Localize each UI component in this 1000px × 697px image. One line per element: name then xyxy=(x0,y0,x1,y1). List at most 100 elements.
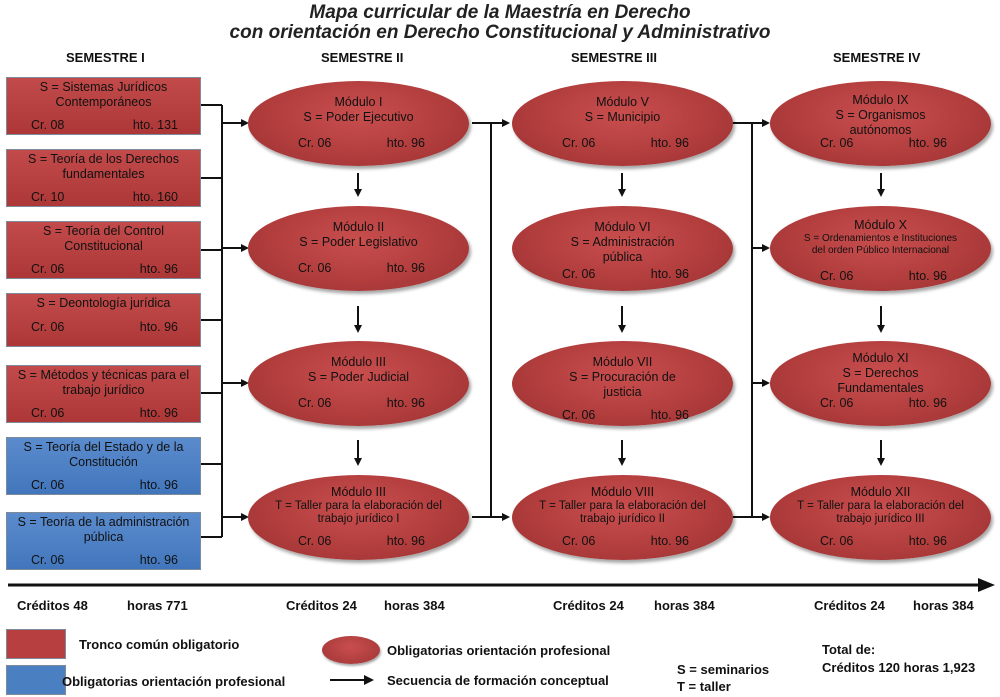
course-credits: Cr. 06 xyxy=(31,320,65,334)
diagram-title-line2: con orientación en Derecho Constituciona… xyxy=(229,22,771,43)
module-hours: hto. 96 xyxy=(386,534,425,548)
module-title: Módulo I xyxy=(334,95,383,109)
module-hours: hto. 96 xyxy=(386,261,425,275)
module-credits: Cr. 06 xyxy=(562,267,596,281)
course-hours: hto. 96 xyxy=(139,553,178,567)
course-credits: Cr. 10 xyxy=(31,190,65,204)
diagram-title-line1: Mapa curricular de la Maestría en Derech… xyxy=(309,2,691,23)
legend-swatch-orientacion xyxy=(6,665,66,695)
module-credits: Cr. 06 xyxy=(298,534,332,548)
course-hours: hto. 160 xyxy=(132,190,178,204)
module-subject: S = Organismos autónomos xyxy=(835,108,926,137)
semester-1-hours-total: horas 771 xyxy=(127,598,188,613)
module-subject: S = Poder Judicial xyxy=(307,370,410,384)
module-credits: Cr. 06 xyxy=(820,136,854,150)
semester-3-header: SEMESTRE III xyxy=(571,50,657,65)
course-name: S = Sistemas Jurídicos Contemporáneos xyxy=(39,80,168,109)
module-credits: Cr. 06 xyxy=(298,396,332,410)
module-subject: S = Procuración de justicia xyxy=(569,370,676,399)
course-name: S = Teoría del Control Constitucional xyxy=(42,224,165,253)
course-credits: Cr. 06 xyxy=(31,478,65,492)
grand-total-value: Créditos 120 horas 1,923 xyxy=(822,660,976,675)
course-box-6: S = Teoría del Estado y de la Constituci… xyxy=(6,437,201,495)
module-subject: S = Poder Ejecutivo xyxy=(303,110,414,124)
course-credits: Cr. 06 xyxy=(31,553,65,567)
module-title: Módulo VI xyxy=(594,220,651,234)
module-title: Módulo X xyxy=(854,218,907,232)
course-credits: Cr. 06 xyxy=(31,406,65,420)
course-name: S = Deontología jurídica xyxy=(36,296,171,310)
course-hours: hto. 96 xyxy=(139,262,178,276)
legend-label-tronco: Tronco común obligatorio xyxy=(79,637,240,652)
legend-label-arrow: Secuencia de formación conceptual xyxy=(387,673,609,688)
module-subject: T = Taller para la elaboración del traba… xyxy=(797,500,964,525)
semester-4-header: SEMESTRE IV xyxy=(833,50,921,65)
course-name: S = Métodos y técnicas para el trabajo j… xyxy=(17,368,190,397)
grand-total-label: Total de: xyxy=(822,642,876,657)
semester-3-credits-total: Créditos 24 xyxy=(553,598,624,613)
course-name: S = Teoría de la administración pública xyxy=(17,515,190,544)
semester-2-header: SEMESTRE II xyxy=(321,50,404,65)
semester-1-credits-total: Créditos 48 xyxy=(17,598,88,613)
module-hours: hto. 96 xyxy=(386,136,425,150)
module-credits: Cr. 06 xyxy=(820,269,854,283)
semester-1-header: SEMESTRE I xyxy=(66,50,145,65)
legend-swatch-ellipse xyxy=(322,636,380,664)
course-box-3: S = Teoría del Control Constitucional Cr… xyxy=(6,221,201,279)
module-credits: Cr. 06 xyxy=(820,534,854,548)
module-subject: S = Administración pública xyxy=(570,235,675,264)
module-credits: Cr. 06 xyxy=(298,136,332,150)
module-title: Módulo III xyxy=(331,355,386,369)
module-hours: hto. 96 xyxy=(650,408,689,422)
module-hours: hto. 96 xyxy=(908,396,947,410)
module-subject: S = Poder Legislativo xyxy=(299,235,418,249)
course-box-5: S = Métodos y técnicas para el trabajo j… xyxy=(6,365,201,423)
module-title: Módulo XI xyxy=(852,351,909,365)
course-box-7: S = Teoría de la administración pública … xyxy=(6,512,201,570)
legend-seminarios: S = seminarios xyxy=(677,662,770,677)
module-hours: hto. 96 xyxy=(908,269,947,283)
legend-label-ellipse: Obligatorias orientación profesional xyxy=(387,643,611,658)
module-credits: Cr. 06 xyxy=(562,534,596,548)
legend-taller: T = taller xyxy=(677,679,731,694)
module-title: Módulo III xyxy=(331,485,386,499)
legend-label-orientacion: Obligatorias orientación profesional xyxy=(62,674,286,689)
course-box-2: S = Teoría de los Derechos fundamentales… xyxy=(6,149,201,207)
module-title: Módulo II xyxy=(332,220,385,234)
module-subject: S = Municipio xyxy=(584,110,661,124)
semester-4-credits-total: Créditos 24 xyxy=(814,598,885,613)
module-title: Módulo VII xyxy=(592,355,653,369)
semester-4-hours-total: horas 384 xyxy=(913,598,974,613)
module-credits: Cr. 06 xyxy=(298,261,332,275)
module-subject: S = Derechos Fundamentales xyxy=(837,366,924,395)
module-title: Módulo IX xyxy=(852,93,909,107)
module-hours: hto. 96 xyxy=(650,136,689,150)
course-box-4: S = Deontología jurídica Cr. 06 hto. 96 xyxy=(6,293,201,347)
course-name: S = Teoría del Estado y de la Constituci… xyxy=(23,440,184,469)
course-credits: Cr. 06 xyxy=(31,262,65,276)
module-subject: T = Taller para la elaboración del traba… xyxy=(539,500,706,525)
module-hours: hto. 96 xyxy=(908,136,947,150)
course-hours: hto. 96 xyxy=(139,320,178,334)
semester-2-hours-total: horas 384 xyxy=(384,598,445,613)
legend-swatch-tronco xyxy=(6,629,66,659)
module-title: Módulo VIII xyxy=(590,485,655,499)
semester-3-hours-total: horas 384 xyxy=(654,598,715,613)
semester-2-credits-total: Créditos 24 xyxy=(286,598,357,613)
course-box-1: S = Sistemas Jurídicos Contemporáneos Cr… xyxy=(6,77,201,135)
module-subject: S = Ordenamientos e Instituciones del or… xyxy=(803,233,958,256)
course-hours: hto. 96 xyxy=(139,478,178,492)
course-name: S = Teoría de los Derechos fundamentales xyxy=(28,152,179,181)
module-hours: hto. 96 xyxy=(650,534,689,548)
module-hours: hto. 96 xyxy=(386,396,425,410)
